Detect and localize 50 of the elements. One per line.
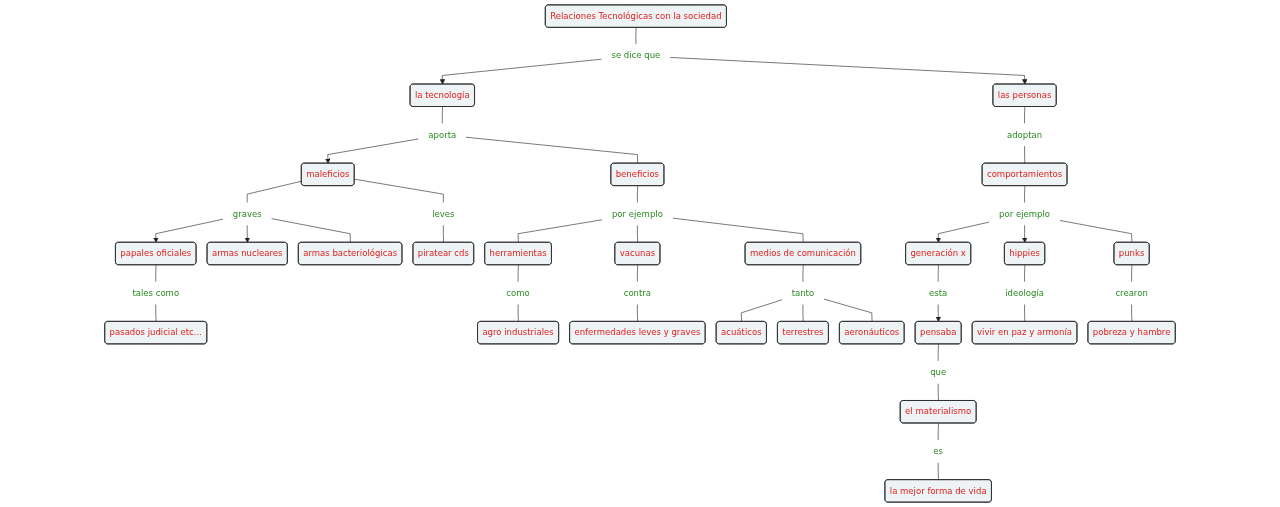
connector (465, 136, 638, 164)
node-text: aporta (428, 129, 457, 140)
connector (637, 224, 638, 243)
node-text: contra (623, 287, 652, 298)
node-text: como (506, 287, 530, 298)
connector (517, 219, 603, 243)
connector (1024, 106, 1026, 124)
connector (937, 383, 939, 402)
connector (937, 264, 939, 283)
connector (246, 180, 302, 203)
connector (802, 264, 804, 283)
node-text: ideología (1005, 287, 1044, 298)
node-text: tales como (132, 287, 180, 298)
node-text: leves (432, 208, 455, 219)
connector (637, 304, 638, 322)
node-text: que (930, 367, 947, 377)
node-text: por ejemplo (999, 208, 1051, 219)
connector (635, 27, 637, 45)
connector (672, 217, 804, 243)
node-text: esta (929, 287, 948, 298)
node-text: crearon (1115, 287, 1148, 298)
connector (1024, 185, 1026, 203)
connector (823, 298, 873, 322)
connector (1131, 264, 1133, 283)
connector (155, 304, 157, 322)
connector (517, 264, 519, 283)
connector (271, 218, 351, 243)
node-text: adoptan (1006, 129, 1043, 140)
node-text: por ejemplo (611, 208, 663, 219)
connector (1131, 304, 1133, 322)
connector (517, 304, 519, 322)
connector (937, 343, 939, 362)
connector (442, 106, 443, 124)
connector (637, 264, 638, 283)
connector (741, 299, 783, 322)
connector (1024, 264, 1026, 283)
connector (937, 423, 939, 441)
connector (1059, 220, 1133, 243)
node-text: graves (232, 208, 262, 219)
connector (354, 178, 444, 203)
connector (155, 264, 157, 283)
connector (443, 224, 444, 243)
node-text: tanto (791, 287, 815, 298)
connector (1024, 304, 1026, 322)
connector (1024, 145, 1026, 164)
node-text: es (933, 446, 944, 456)
connector (937, 462, 939, 481)
connector (802, 304, 804, 322)
connector (637, 185, 638, 203)
node-text: se dice que (611, 50, 661, 61)
